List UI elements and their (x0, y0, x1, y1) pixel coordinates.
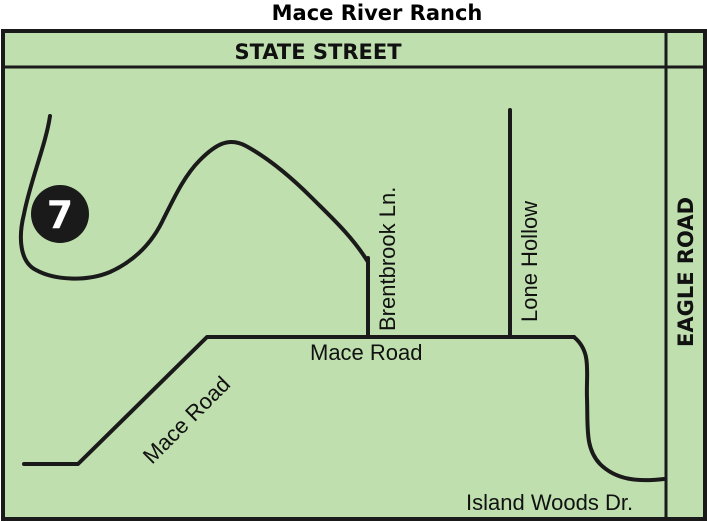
land-area (1, 29, 707, 521)
location-marker-label: 7 (47, 193, 73, 237)
mace-road-horizontal-label: Mace Road (310, 340, 423, 365)
mace-road-path (22, 335, 576, 466)
island-woods-label: Island Woods Dr. (466, 490, 633, 515)
location-marker[interactable]: 7 (31, 185, 89, 243)
island-woods-path (572, 335, 666, 483)
map-title: Mace River Ranch (272, 1, 483, 25)
eagle-road-label: EAGLE ROAD (674, 197, 698, 347)
state-street-label: STATE STREET (234, 40, 402, 64)
lone-hollow-label: Lone Hollow (517, 201, 542, 322)
winding-road-path (18, 114, 370, 281)
location-marker-circle (31, 185, 89, 243)
brentbrook-label: Brentbrook Ln. (375, 187, 400, 331)
